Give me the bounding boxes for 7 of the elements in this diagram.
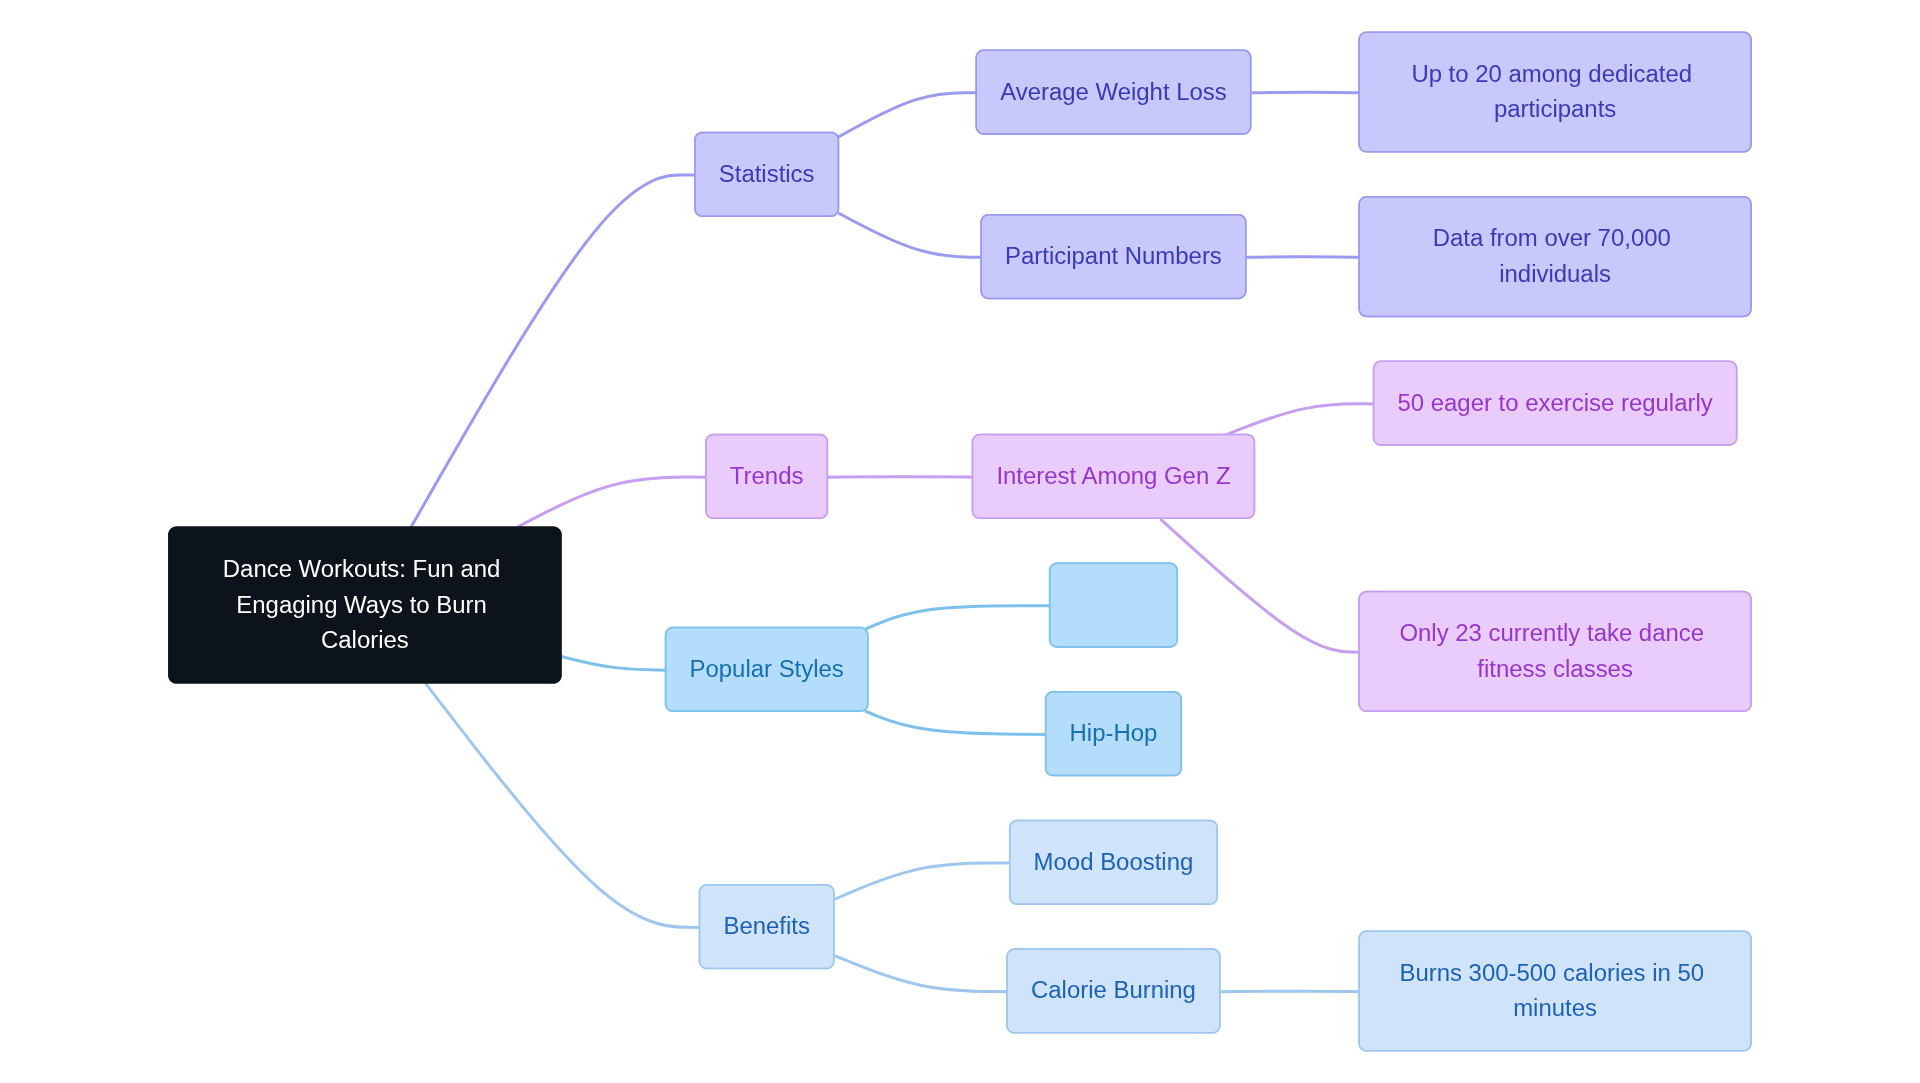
connector [837,211,982,259]
connector [1251,90,1360,95]
connector [1246,255,1360,259]
connector [1220,989,1360,994]
connector [1159,517,1360,654]
connector [837,91,977,139]
connector [834,954,1008,994]
